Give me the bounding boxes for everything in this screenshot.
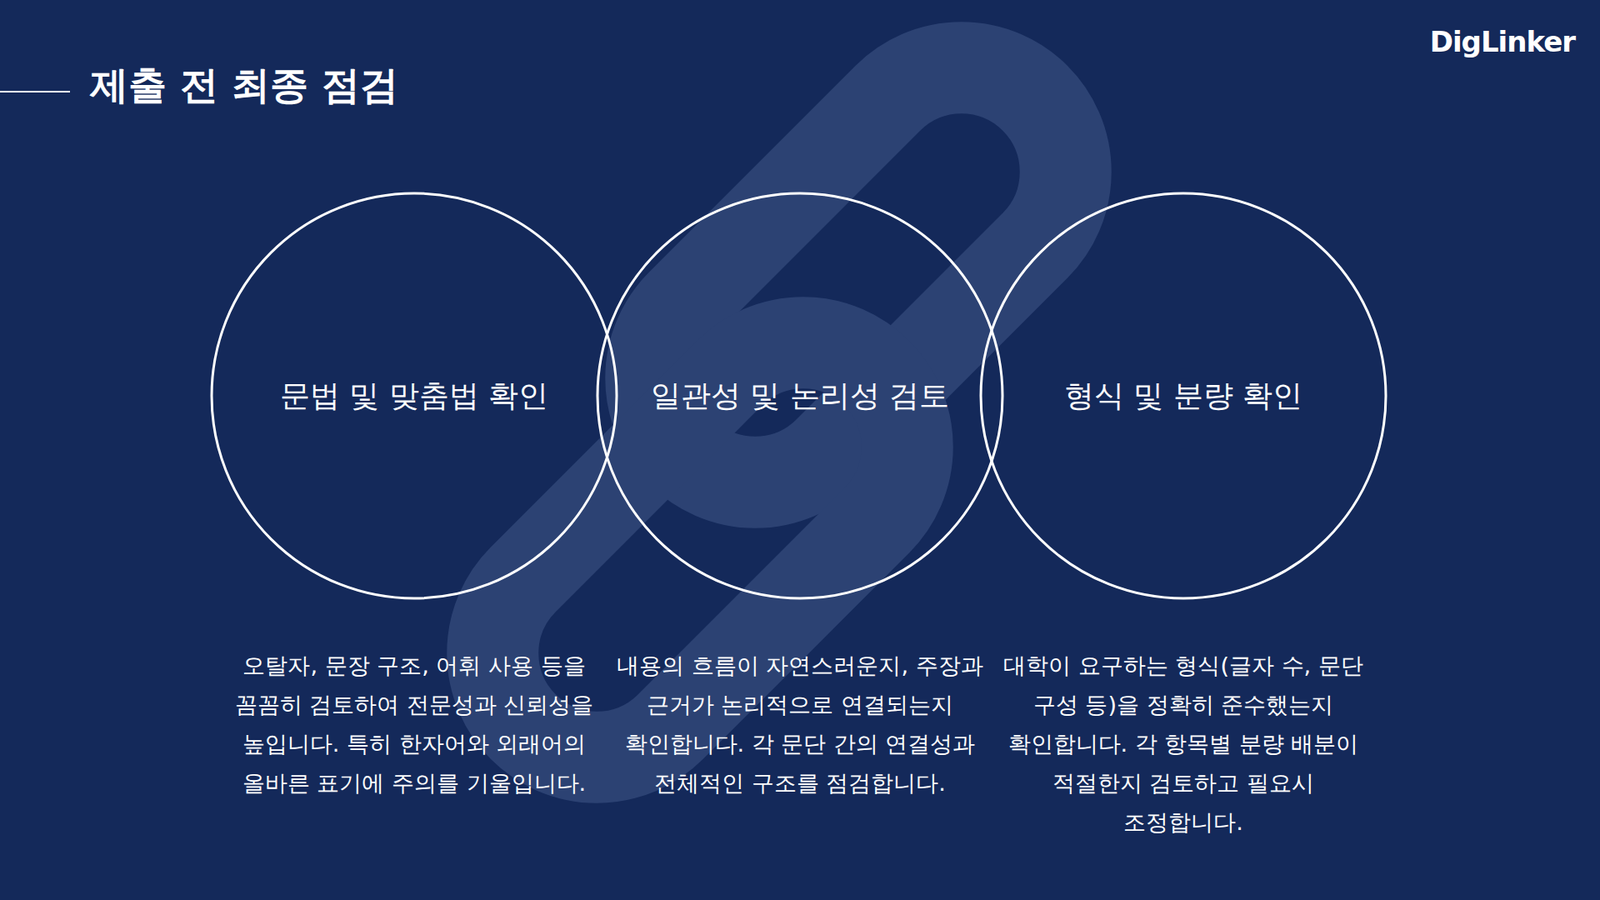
check-circle: 일관성 및 논리성 검토내용의 흐름이 자연스러운지, 주장과 근거가 논리적으… — [595, 191, 1005, 792]
title-rule — [0, 90, 70, 93]
circle-description: 내용의 흐름이 자연스러운지, 주장과 근거가 논리적으로 연결되는지 확인합니… — [612, 645, 988, 803]
circle-title: 문법 및 맞춤법 확인 — [247, 376, 581, 416]
chain-links — [449, 24, 1109, 800]
brand-logo: DigLinker — [1430, 25, 1575, 59]
slide-title: 제출 전 최종 점검 — [90, 60, 399, 112]
circle-title: 일관성 및 논리성 검토 — [633, 376, 967, 416]
circle-description: 대학이 요구하는 형식(글자 수, 문단 구성 등)을 정확히 준수했는지 확인… — [995, 645, 1371, 842]
check-circle: 형식 및 분량 확인대학이 요구하는 형식(글자 수, 문단 구성 등)을 정확… — [979, 191, 1388, 792]
circle-description: 오탈자, 문장 구조, 어휘 사용 등을 꼼꼼히 검토하여 전문성과 신뢰성을 … — [226, 645, 602, 803]
circle-title: 형식 및 분량 확인 — [1016, 376, 1350, 416]
check-circle: 문법 및 맞춤법 확인오탈자, 문장 구조, 어휘 사용 등을 꼼꼼히 검토하여… — [210, 191, 619, 792]
